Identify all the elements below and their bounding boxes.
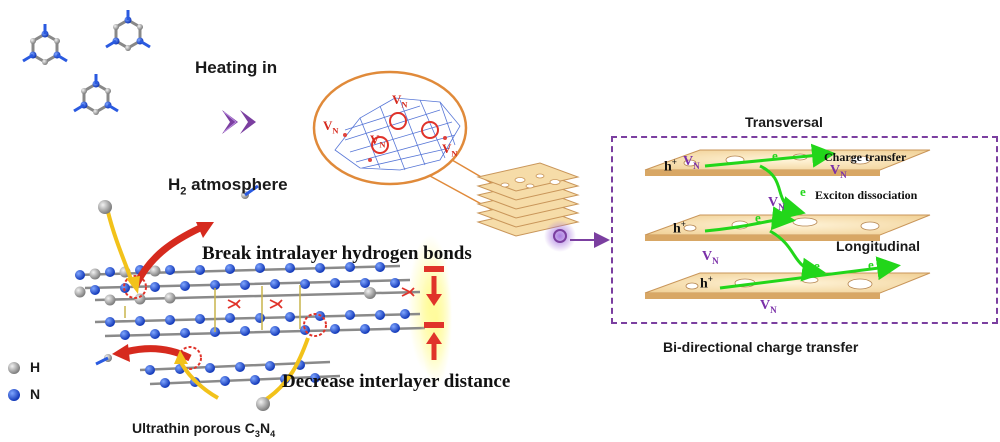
electron-4: e <box>814 258 820 274</box>
v: V <box>702 249 713 264</box>
legend-n-label: N <box>30 386 41 402</box>
h2-atmosphere-label: H2 atmosphere <box>168 175 288 197</box>
v: V <box>442 141 452 156</box>
h2-rest: atmosphere <box>186 175 288 194</box>
v: V <box>760 298 771 313</box>
h: h <box>673 221 681 237</box>
v-sub: N <box>778 201 785 212</box>
v: V <box>768 195 779 210</box>
magnified-lens <box>312 70 501 213</box>
v: V <box>392 92 402 107</box>
v-sub: N <box>712 255 719 266</box>
v-sub: N <box>379 139 386 150</box>
lens-vacancy-4: VN <box>370 132 385 150</box>
transversal-label: Transversal <box>745 114 823 130</box>
h2-h: H <box>168 175 181 194</box>
h: h <box>700 276 708 292</box>
h-sup: + <box>671 157 677 167</box>
electron-3: e <box>755 210 761 226</box>
v-sub: N <box>770 304 777 315</box>
charge-transfer-panel <box>611 136 998 324</box>
lens-vacancy-3: VN <box>442 141 457 159</box>
e: e <box>868 257 874 272</box>
lens-vacancy-2: VN <box>392 92 407 110</box>
ultrathin-mid: N <box>259 420 271 436</box>
process-chevron-arrows <box>222 110 256 134</box>
v-sub: N <box>693 160 700 171</box>
v: V <box>830 163 841 178</box>
break-bonds-label: Break intralayer hydrogen bonds <box>202 243 472 264</box>
h: h <box>664 159 672 175</box>
e: e <box>772 148 778 163</box>
ultrathin-sub1: 3 <box>254 428 260 439</box>
vacancy-r5: VN <box>760 298 777 315</box>
melamine-molecule-1 <box>22 24 68 65</box>
v-sub: N <box>451 148 458 159</box>
electron-2: e <box>800 184 806 200</box>
vacancy-r4: VN <box>702 249 719 266</box>
electron-1: e <box>772 148 778 164</box>
longitudinal-label: Longitudinal <box>836 238 920 254</box>
right-panel-sheets <box>644 143 931 299</box>
v-sub: N <box>840 169 847 180</box>
e: e <box>800 184 806 199</box>
exciton-dissociation-label: Exciton dissociation <box>815 188 918 202</box>
bidirectional-label: Bi-directional charge transfer <box>663 339 859 355</box>
hole-mid: h+ <box>673 219 686 238</box>
e: e <box>814 258 820 273</box>
hole-bottom: h+ <box>700 274 713 293</box>
v: V <box>323 118 333 133</box>
h-sup: + <box>680 219 686 229</box>
vacancy-r2: VN <box>830 163 847 180</box>
melamine-molecule-3 <box>73 74 119 115</box>
v: V <box>683 154 694 169</box>
v-sub: N <box>401 99 408 110</box>
legend-h-label: H <box>30 359 41 375</box>
ultrathin-sub2: 4 <box>270 428 276 439</box>
heating-in-label: Heating in <box>195 58 278 77</box>
ultrathin-label: Ultrathin porous C3N4 <box>132 420 275 439</box>
electron-5: e <box>868 257 874 273</box>
hole-top: h+ <box>664 157 677 176</box>
melamine-molecule-2 <box>105 10 151 51</box>
lens-vacancy-1: VN <box>323 118 338 136</box>
vacancy-r1: VN <box>683 154 700 171</box>
v-sub: N <box>332 125 339 136</box>
e: e <box>755 210 761 225</box>
stacked-sheets-center <box>476 162 610 252</box>
layered-c3n4-structure <box>8 184 452 411</box>
h2-sub: 2 <box>180 185 187 198</box>
v: V <box>370 132 380 147</box>
decrease-distance-label: Decrease interlayer distance <box>282 371 511 392</box>
ultrathin-prefix: Ultrathin porous C <box>132 420 255 436</box>
vacancy-r3: VN <box>768 195 785 212</box>
h-sup: + <box>707 274 713 284</box>
charge-transfer-label: Charge transfer <box>824 150 907 164</box>
